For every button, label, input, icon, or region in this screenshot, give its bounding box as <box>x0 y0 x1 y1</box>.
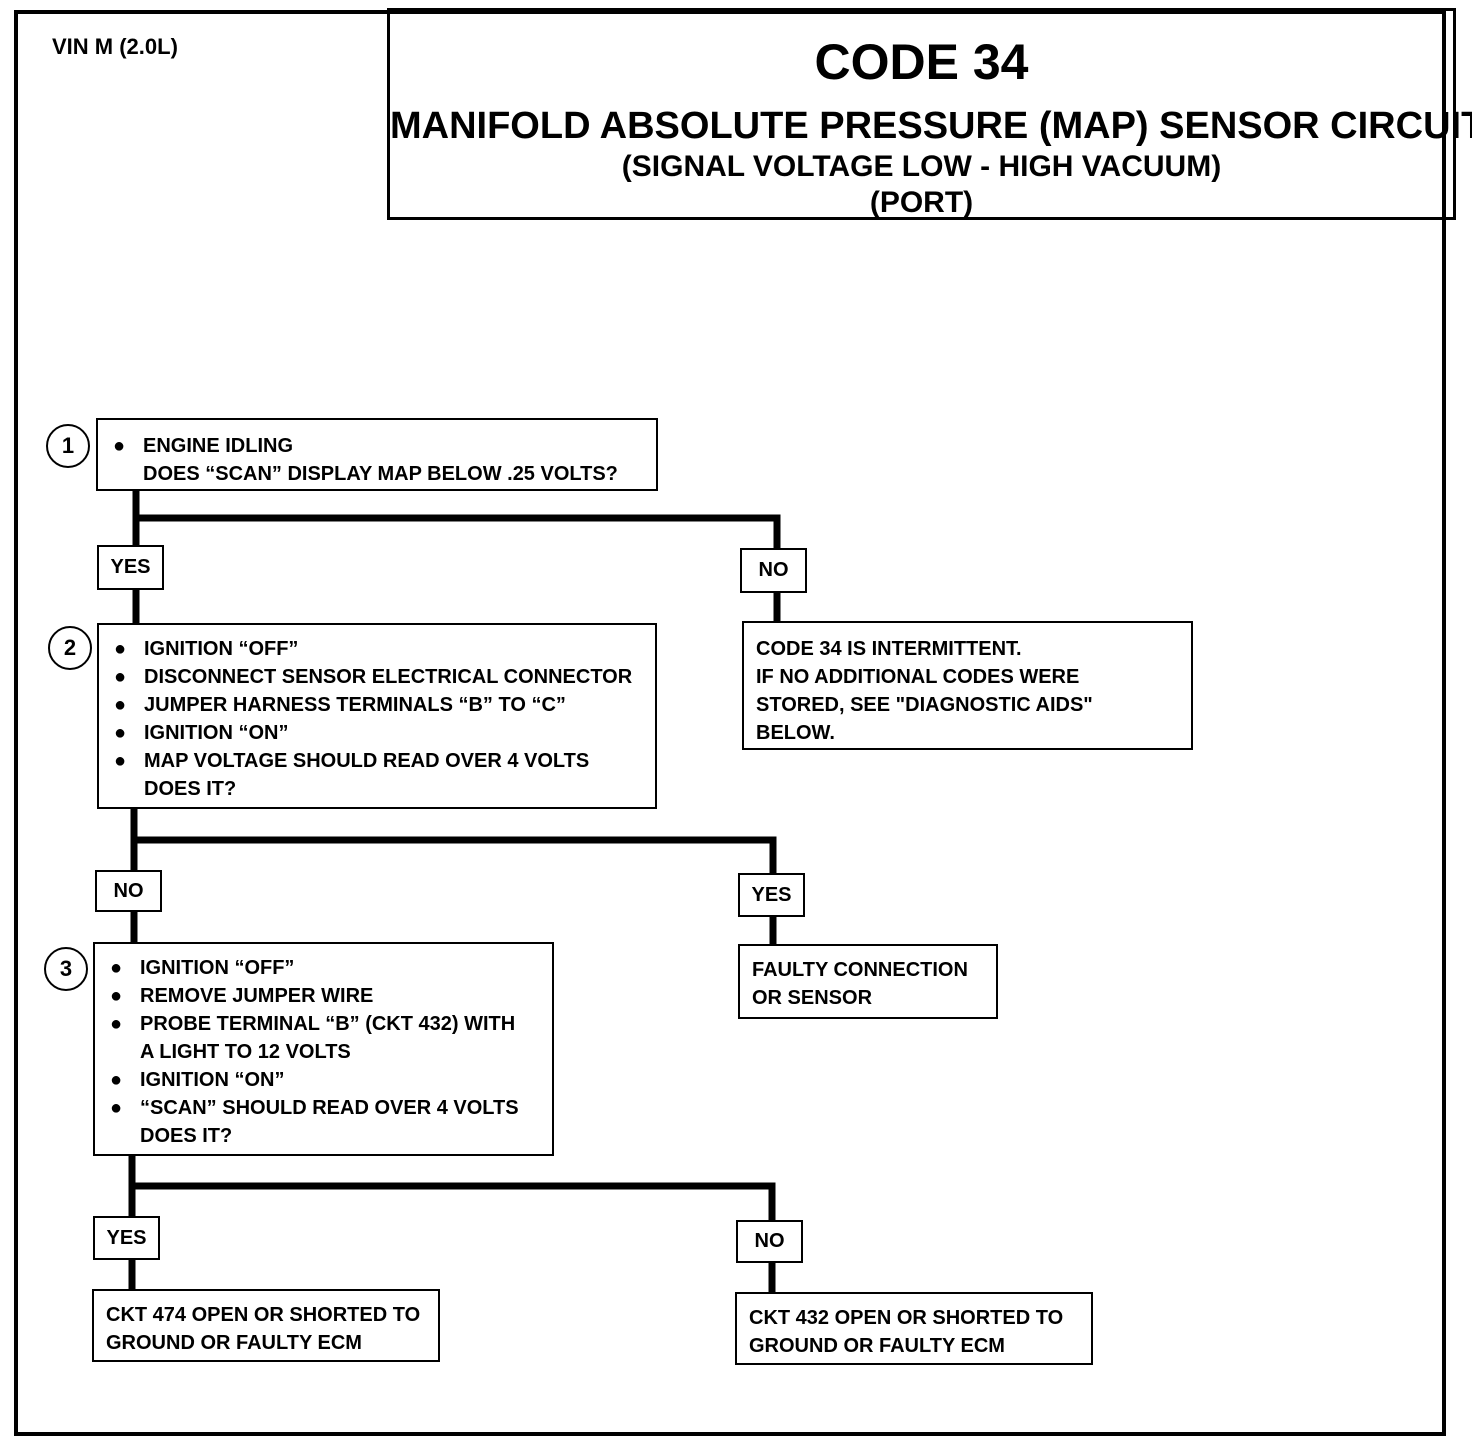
step-3-bullet-2: ●REMOVE JUMPER WIRE <box>95 982 552 1010</box>
result-ckt474-box: CKT 474 OPEN OR SHORTED TO GROUND OR FAU… <box>92 1289 440 1362</box>
step-3-bullet-4: ●IGNITION “ON” <box>95 1066 552 1094</box>
step-2-bullet-1: ●IGNITION “OFF” <box>99 635 655 663</box>
code-title: CODE 34 <box>814 34 1029 90</box>
step-1-no-label: NO <box>740 548 807 593</box>
step-2-bullet-2: ●DISCONNECT SENSOR ELECTRICAL CONNECTOR <box>99 663 655 691</box>
result-faulty-sensor-box: FAULTY CONNECTION OR SENSOR <box>738 944 998 1019</box>
bullet-icon: ● <box>110 985 123 1007</box>
step-3-bullet-5: ●“SCAN” SHOULD READ OVER 4 VOLTS <box>95 1094 552 1122</box>
circuit-title: MANIFOLD ABSOLUTE PRESSURE (MAP) SENSOR … <box>390 105 1472 147</box>
step-1-number: 1 <box>46 424 90 468</box>
step-3-number: 3 <box>44 947 88 991</box>
vin-label: VIN M (2.0L) <box>52 34 178 59</box>
step-1-box: ●ENGINE IDLING DOES “SCAN” DISPLAY MAP B… <box>96 418 658 491</box>
step-3-bullet-1: ●IGNITION “OFF” <box>95 954 552 982</box>
step-3-question: DOES IT? <box>140 1125 233 1147</box>
circuit-subtitle: (SIGNAL VOLTAGE LOW - HIGH VACUUM) (PORT… <box>390 149 1453 221</box>
bullet-icon: ● <box>114 722 127 744</box>
title-box: CODE 34 MANIFOLD ABSOLUTE PRESSURE (MAP)… <box>387 8 1472 221</box>
bullet-icon: ● <box>110 1013 123 1035</box>
connector-s1-split <box>132 514 781 552</box>
step-1-bullet-1: ●ENGINE IDLING <box>98 432 656 460</box>
step-3-no-label: NO <box>736 1220 803 1263</box>
result-intermittent-line-3: STORED, SEE "DIAGNOSTIC AIDS" <box>756 694 1093 716</box>
result-ckt474-line-1: CKT 474 OPEN OR SHORTED TO <box>106 1304 421 1326</box>
step-2-number: 2 <box>48 626 92 670</box>
step-2-no-label: NO <box>95 870 162 912</box>
result-ckt474-line-2: GROUND OR FAULTY ECM <box>106 1332 362 1354</box>
bullet-icon: ● <box>114 750 127 772</box>
result-faulty-line-1: FAULTY CONNECTION <box>752 959 968 981</box>
result-intermittent-line-2: IF NO ADDITIONAL CODES WERE <box>756 666 1080 688</box>
step-2-bullet-3: ●JUMPER HARNESS TERMINALS “B” TO “C” <box>99 691 655 719</box>
bullet-icon: ● <box>110 1097 123 1119</box>
result-intermittent-line-4: BELOW. <box>756 722 835 744</box>
step-3-box: ●IGNITION “OFF” ●REMOVE JUMPER WIRE ●PRO… <box>93 942 554 1156</box>
step-1-yes-label: YES <box>97 545 164 590</box>
connector-s3-split <box>128 1182 776 1224</box>
connector-s2-split <box>130 836 777 877</box>
result-faulty-line-2: OR SENSOR <box>752 987 873 1009</box>
step-3-yes-label: YES <box>93 1216 160 1260</box>
subtitle-line-2: (PORT) <box>869 186 974 219</box>
result-ckt432-box: CKT 432 OPEN OR SHORTED TO GROUND OR FAU… <box>735 1292 1093 1365</box>
page-frame <box>14 10 1446 1436</box>
result-intermittent-line-1: CODE 34 IS INTERMITTENT. <box>756 638 1022 660</box>
bullet-icon: ● <box>110 957 123 979</box>
step-2-box: ●IGNITION “OFF” ●DISCONNECT SENSOR ELECT… <box>97 623 657 809</box>
result-ckt432-line-1: CKT 432 OPEN OR SHORTED TO <box>749 1307 1064 1329</box>
step-3-bullet-3-cont: A LIGHT TO 12 VOLTS <box>140 1041 351 1063</box>
bullet-icon: ● <box>114 694 127 716</box>
result-intermittent-box: CODE 34 IS INTERMITTENT. IF NO ADDITIONA… <box>742 621 1193 750</box>
subtitle-line-1: (SIGNAL VOLTAGE LOW - HIGH VACUUM) <box>621 150 1222 183</box>
bullet-icon: ● <box>110 1069 123 1091</box>
bullet-icon: ● <box>114 638 127 660</box>
step-2-bullet-5: ●MAP VOLTAGE SHOULD READ OVER 4 VOLTS <box>99 747 655 775</box>
step-3-bullet-3: ●PROBE TERMINAL “B” (CKT 432) WITH <box>95 1010 552 1038</box>
bullet-icon: ● <box>114 666 127 688</box>
step-2-yes-label: YES <box>738 873 805 917</box>
bullet-icon: ● <box>113 435 126 457</box>
result-ckt432-line-2: GROUND OR FAULTY ECM <box>749 1335 1005 1357</box>
step-2-question: DOES IT? <box>144 778 237 800</box>
step-1-question: DOES “SCAN” DISPLAY MAP BELOW .25 VOLTS? <box>143 463 618 485</box>
step-2-bullet-4: ●IGNITION “ON” <box>99 719 655 747</box>
